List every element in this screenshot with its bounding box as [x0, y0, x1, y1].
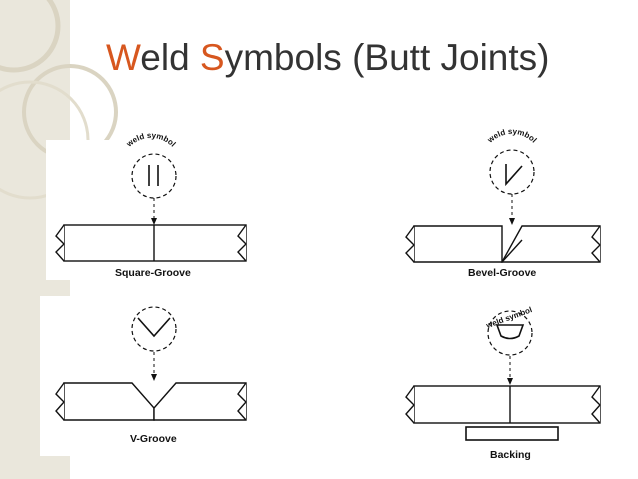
weld-symbol-circle [131, 153, 177, 199]
break-line [591, 385, 601, 424]
arrow-head [151, 374, 157, 381]
title-text: ymbols (Butt Joints) [224, 37, 550, 78]
base-plate-beveled [500, 225, 601, 263]
diagram-label: Bevel-Groove [468, 267, 536, 279]
base-plate [413, 385, 601, 424]
base-plate [63, 224, 247, 262]
arrow-head [509, 218, 515, 225]
diagram-label: Backing [490, 449, 531, 461]
backing-diagram: weld symbol Backing [405, 305, 601, 461]
title-accent-letter: S [199, 37, 225, 78]
break-line [55, 224, 65, 262]
break-line [55, 382, 65, 421]
weld-symbol-circle [131, 306, 177, 352]
v-groove-mark [137, 317, 171, 338]
weld-symbol-circle [487, 310, 533, 356]
break-line [405, 385, 415, 424]
backing-mark [495, 324, 525, 340]
break-line [237, 224, 247, 262]
break-line [405, 225, 415, 263]
square-groove-diagram: weld symbol Square-Groove [55, 131, 247, 279]
base-plate [153, 382, 247, 421]
page-title: Weld Symbols (Butt Joints) [106, 36, 549, 80]
diagram-label: V-Groove [130, 433, 177, 445]
arrow-head [151, 218, 157, 225]
backing-strip [465, 426, 559, 441]
break-line [591, 225, 601, 263]
base-plate [63, 382, 155, 421]
diagram-label: Square-Groove [115, 267, 191, 279]
title-accent-letter: W [106, 37, 141, 78]
break-line [237, 382, 247, 421]
bevel-groove-mark [505, 164, 523, 187]
v-groove-diagram: V-Groove [55, 306, 247, 445]
weld-symbol-text: weld symbol [485, 127, 538, 145]
title-text: eld [140, 37, 200, 78]
weld-symbol-circle [489, 149, 535, 195]
bevel-groove-diagram: weld symbol Bevel-Groove [405, 127, 601, 279]
base-plate [413, 225, 503, 263]
weld-symbol-text: weld symbol [124, 131, 177, 149]
bevel-edge [501, 239, 523, 263]
arrow-head [507, 378, 513, 385]
